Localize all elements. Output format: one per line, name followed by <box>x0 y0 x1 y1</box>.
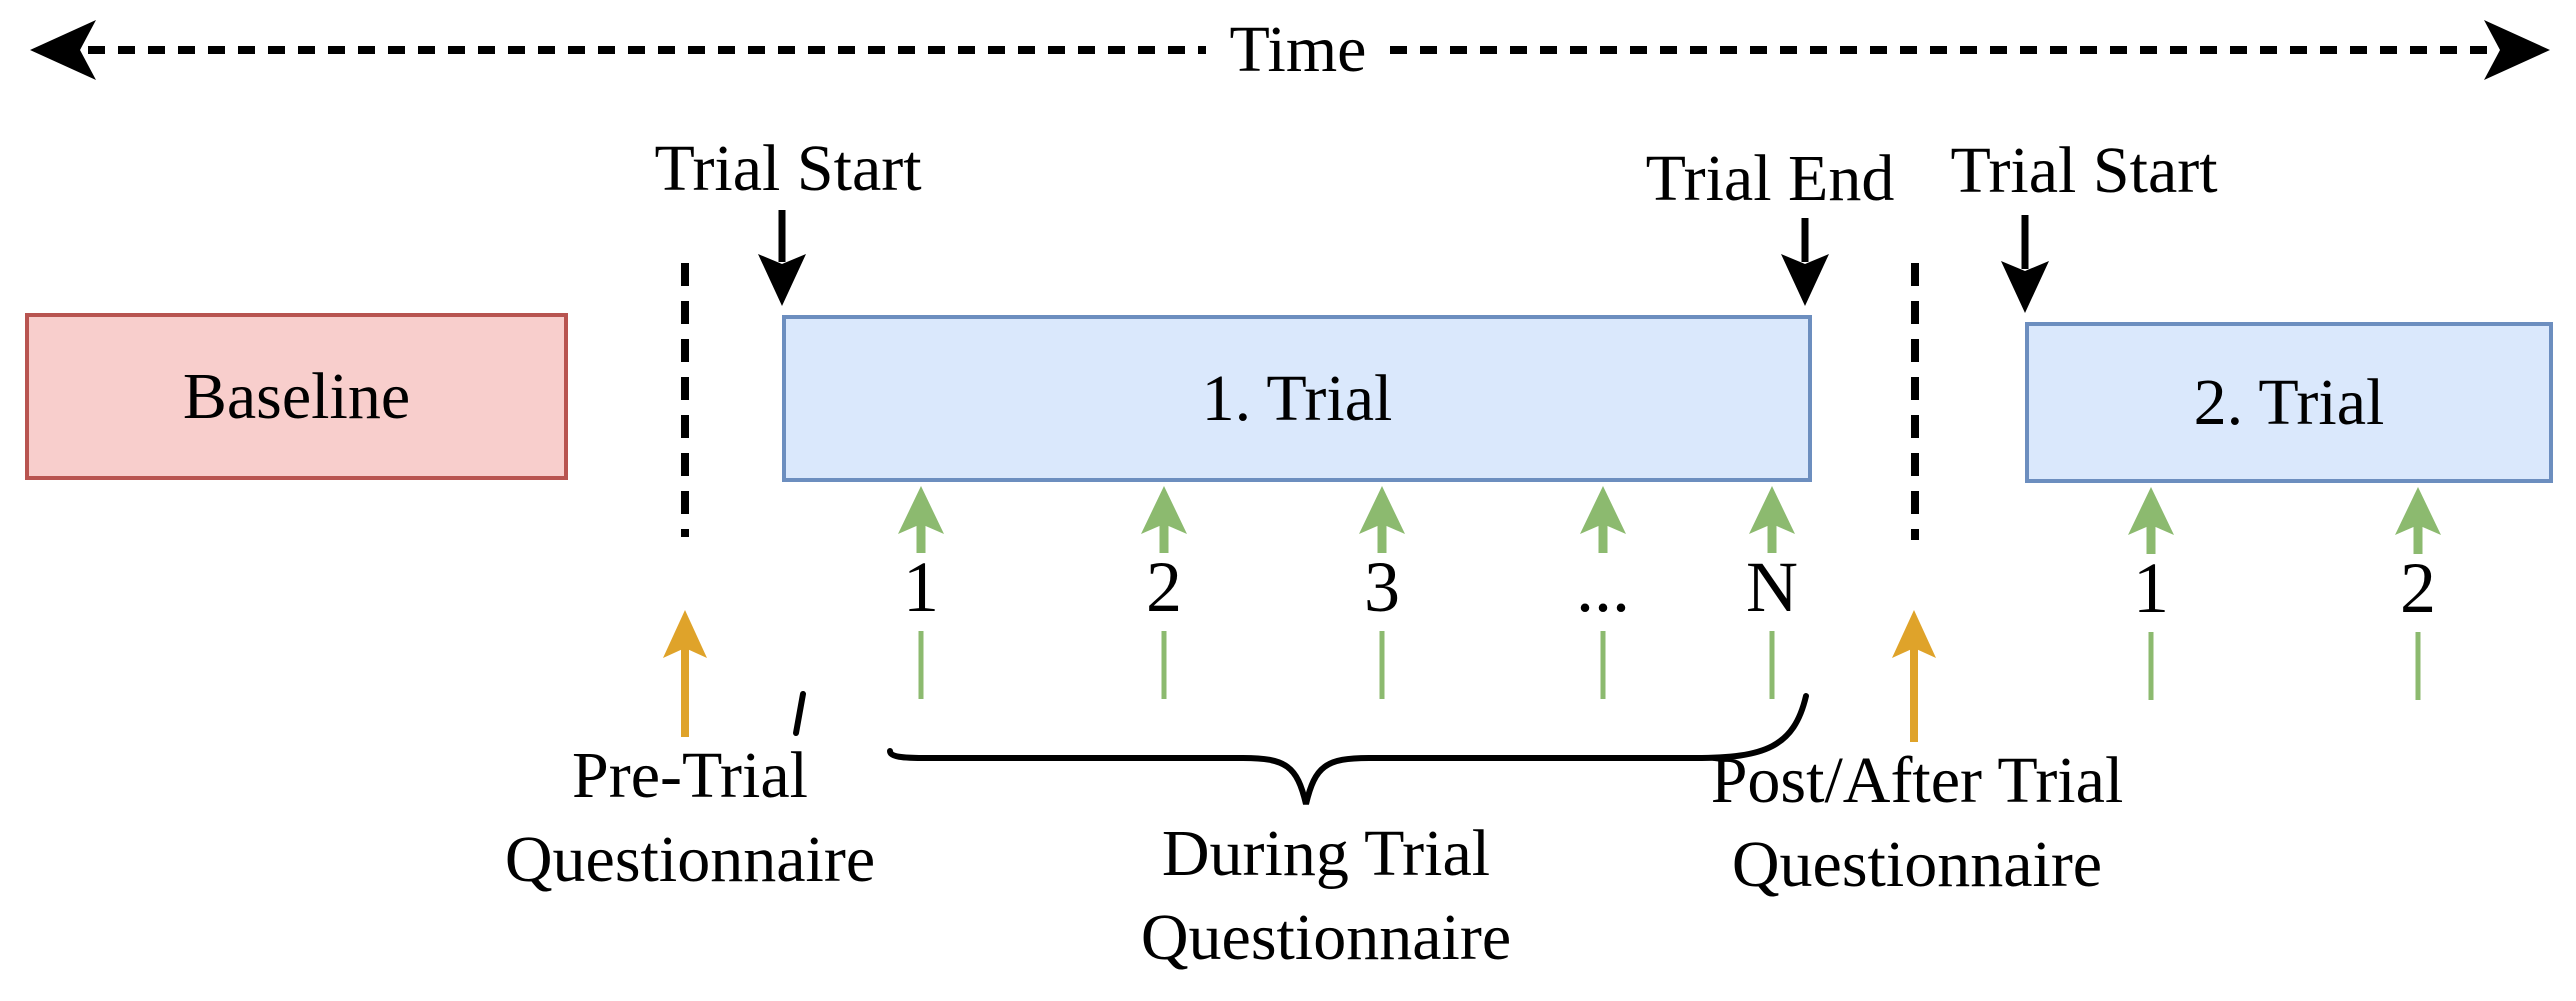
during-trial-brace <box>793 691 1809 805</box>
trial-2-tick-label-1: 1 <box>2133 548 2169 628</box>
pre-trial-questionnaire-label: Pre-Trial Questionnaire <box>505 734 875 902</box>
trial-start-2-arrowhead <box>2001 261 2049 313</box>
trial-1-tick-label-1: 1 <box>903 547 939 627</box>
trial-1-tick-label-ellipsis: ... <box>1576 547 1630 627</box>
trial-2-measurement-arrows <box>2128 487 2441 700</box>
trial-end-arrow <box>1781 218 1829 306</box>
measurement-arrow-3 <box>1359 486 1405 699</box>
trial-start-1-arrowhead <box>758 254 806 306</box>
post-after-trial-questionnaire-line-1: Post/After Trial <box>1710 744 2124 817</box>
post-trial-questionnaire-arrow <box>1892 610 1936 742</box>
measurement-arrow-1 <box>2128 487 2174 700</box>
trial-end-label: Trial End <box>1645 142 1895 215</box>
trial-1-box: 1. Trial <box>782 315 1812 482</box>
trial-2-box: 2. Trial <box>2025 322 2553 483</box>
pre-trial-questionnaire-line-2: Questionnaire <box>504 823 876 896</box>
measurement-arrowhead <box>2395 487 2441 535</box>
during-trial-questionnaire-line-2: Questionnaire <box>1140 901 1512 974</box>
trial-1-measurement-arrows <box>898 486 1795 699</box>
trial-1-tick-label-2: 2 <box>1146 547 1182 627</box>
measurement-arrowhead <box>1141 486 1187 534</box>
during-trial-brace-left-tick <box>793 691 806 736</box>
trial-start-1-label: Trial Start <box>654 132 922 205</box>
measurement-arrow-2 <box>1141 486 1187 699</box>
time-axis-left-arrowhead <box>30 20 96 80</box>
trial-2-box-label: 2. Trial <box>2193 365 2385 439</box>
trial-start-2-label: Trial Start <box>1950 134 2218 207</box>
trial-start-2-arrow <box>2001 215 2049 313</box>
time-axis-arrow <box>30 20 2550 80</box>
post-after-trial-questionnaire-label: Post/After Trial Questionnaire <box>1711 739 2124 907</box>
during-trial-brace-path <box>887 693 1809 805</box>
measurement-arrow-N <box>1749 486 1795 699</box>
measurement-arrowhead <box>898 486 944 534</box>
measurement-arrowhead <box>1749 486 1795 534</box>
time-axis-right-arrowhead <box>2484 20 2550 80</box>
measurement-arrow-1 <box>898 486 944 699</box>
trial-2-tick-label-2: 2 <box>2400 548 2436 628</box>
measurement-arrow-2 <box>2395 487 2441 700</box>
questionnaire-arrowhead <box>1892 610 1936 658</box>
trial-start-1-arrow <box>758 210 806 306</box>
trial-end-arrowhead <box>1781 254 1829 306</box>
baseline-box-label: Baseline <box>182 359 411 433</box>
questionnaire-arrowhead <box>663 610 707 658</box>
during-trial-questionnaire-label: During Trial Questionnaire <box>1141 812 1511 980</box>
measurement-arrowhead <box>2128 487 2174 535</box>
trial-1-tick-label-N: N <box>1746 547 1798 627</box>
trial-1-tick-label-3: 3 <box>1364 547 1400 627</box>
pre-trial-questionnaire-arrow <box>663 610 707 737</box>
measurement-arrowhead <box>1580 486 1626 534</box>
during-trial-questionnaire-line-1: During Trial <box>1161 817 1491 890</box>
measurement-arrowhead <box>1359 486 1405 534</box>
pre-trial-questionnaire-line-1: Pre-Trial <box>572 739 808 812</box>
post-after-trial-questionnaire-line-2: Questionnaire <box>1731 828 2103 901</box>
measurement-arrow-ellipsis <box>1580 486 1626 699</box>
baseline-box: Baseline <box>25 313 568 480</box>
trial-1-box-label: 1. Trial <box>1201 361 1393 435</box>
time-axis-label: Time <box>1229 13 1367 86</box>
